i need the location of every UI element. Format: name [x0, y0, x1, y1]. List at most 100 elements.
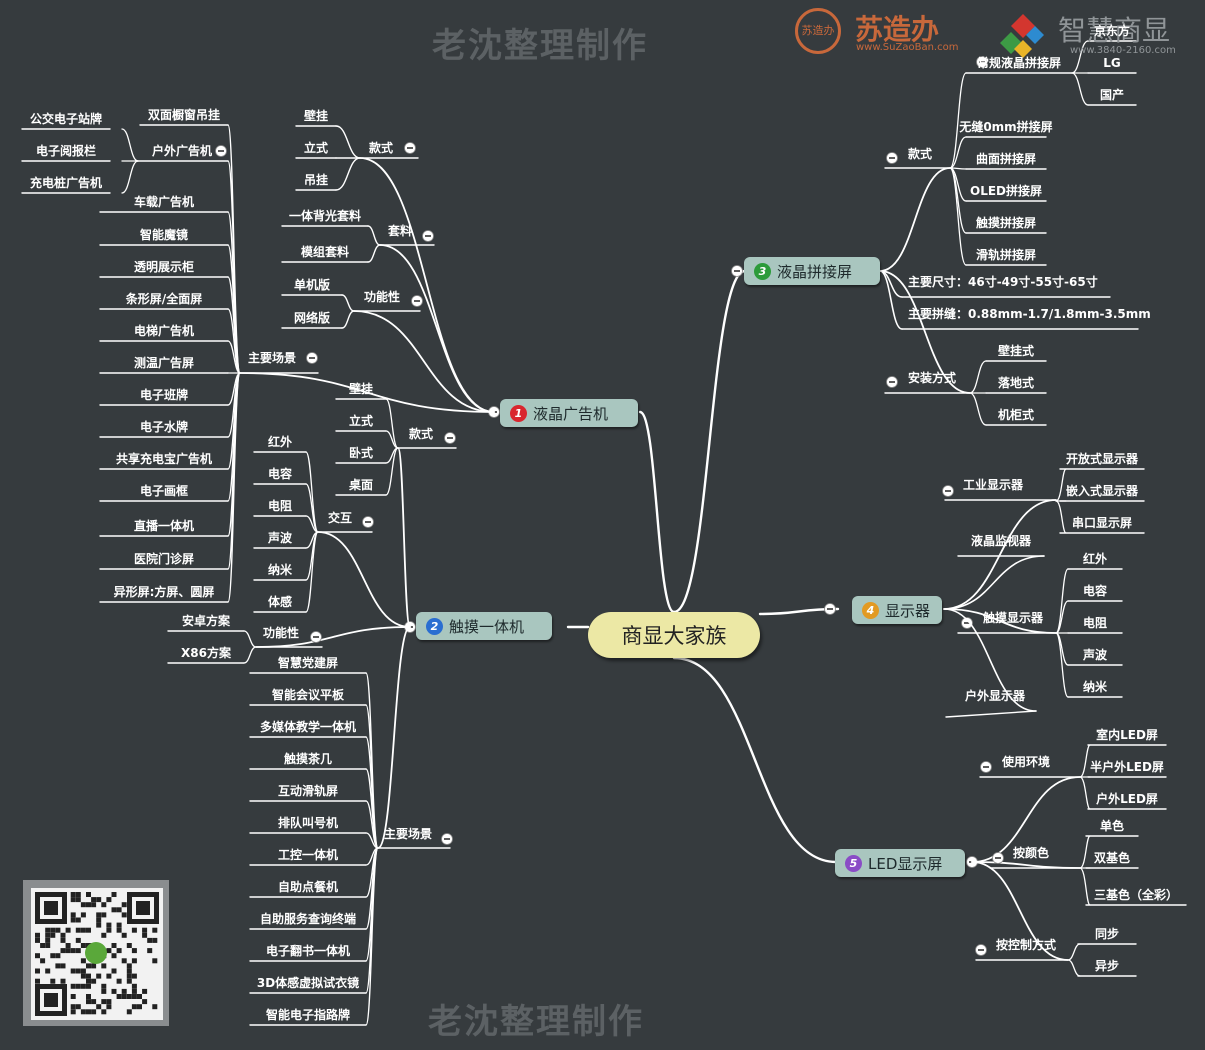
b2-interact-toggle-icon[interactable] — [362, 516, 374, 528]
b5-color-node[interactable]: 按颜色 — [1013, 846, 1050, 860]
b2-func-node[interactable]: 功能性 — [263, 626, 300, 640]
b4-touch-item[interactable]: 纳米 — [1082, 680, 1108, 694]
b2-style-toggle-icon[interactable] — [444, 432, 456, 444]
b1-scene-item[interactable]: 车载广告机 — [133, 195, 195, 209]
b2-scene-item[interactable]: 触摸茶几 — [283, 752, 333, 766]
b1-style-node[interactable]: 款式 — [369, 141, 394, 155]
b1-kit-item[interactable]: 一体背光套料 — [288, 209, 362, 223]
b2-scene-item[interactable]: 排队叫号机 — [277, 816, 339, 830]
b1-scene-item[interactable]: 医院门诊屏 — [133, 552, 195, 566]
b2-scene-item[interactable]: 智能会议平板 — [271, 688, 345, 702]
b3-install-item[interactable]: 壁挂式 — [997, 344, 1035, 358]
b2-scene-item[interactable]: 自助服务查询终端 — [259, 912, 357, 926]
b4-industrial-node[interactable]: 工业显示器 — [963, 478, 1024, 492]
b3-seam-node[interactable]: 主要拼缝：0.88mm-1.7/1.8mm-3.5mm — [908, 307, 1151, 321]
b5-ctrl-node[interactable]: 按控制方式 — [996, 938, 1057, 952]
b2-interact-item[interactable]: 体感 — [267, 595, 293, 609]
b1-scene-item[interactable]: 透明展示柜 — [133, 260, 195, 274]
b3-brand-item[interactable]: LG — [1103, 56, 1121, 70]
b3-style-item[interactable]: 触摸拼接屏 — [975, 216, 1037, 230]
b2-style-item[interactable]: 桌面 — [348, 478, 374, 492]
b5-env-item[interactable]: 半户外LED屏 — [1090, 760, 1164, 774]
b2-interact-node[interactable]: 交互 — [328, 511, 353, 525]
b3-style-item[interactable]: OLED拼接屏 — [969, 184, 1043, 198]
b1-style-item[interactable]: 吊挂 — [303, 173, 329, 187]
b1-scene-item[interactable]: 智能魔镜 — [139, 228, 189, 242]
b2-scenes-node[interactable]: 主要场景 — [384, 827, 433, 841]
b3-style-toggle-icon[interactable] — [886, 152, 898, 164]
b1-scene-item[interactable]: 电梯广告机 — [133, 324, 195, 338]
b4-touch-item[interactable]: 声波 — [1082, 648, 1108, 662]
b4-industrial-item[interactable]: 嵌入式显示器 — [1065, 484, 1139, 498]
b3-brand-item[interactable]: 京东方 — [1093, 24, 1131, 38]
b1-scene-item[interactable]: 电子班牌 — [139, 388, 189, 402]
b2-style-item[interactable]: 卧式 — [348, 446, 374, 460]
b1-func-item[interactable]: 网络版 — [293, 311, 331, 325]
b1-scene-item[interactable]: 直播一体机 — [133, 519, 195, 533]
b3-install-item[interactable]: 机柜式 — [997, 408, 1035, 422]
b2-scenes-toggle-icon[interactable] — [441, 833, 453, 845]
b1-scene-item[interactable]: 电子水牌 — [139, 420, 189, 434]
b2-interact-item[interactable]: 红外 — [267, 435, 293, 449]
b2-interact-item[interactable]: 声波 — [267, 531, 293, 545]
b5-color-toggle-icon[interactable] — [992, 852, 1004, 864]
b2-func-item[interactable]: X86方案 — [181, 646, 231, 660]
b1-kit-toggle-icon[interactable] — [422, 230, 434, 242]
b4-industrial-toggle-icon[interactable] — [942, 485, 954, 497]
b2-scene-item[interactable]: 工控一体机 — [277, 848, 339, 862]
b5-color-item[interactable]: 三基色（全彩） — [1093, 888, 1179, 902]
b5-color-item[interactable]: 单色 — [1099, 819, 1125, 833]
b1-scene-item[interactable]: 测温广告屏 — [133, 356, 195, 370]
b4-monitor-node[interactable]: 液晶监视器 — [971, 534, 1032, 548]
b5-ctrl-toggle-icon[interactable] — [975, 944, 987, 956]
b4-touch-node[interactable]: 触摸显示器 — [983, 611, 1044, 625]
b1-scene-item[interactable]: 条形屏/全面屏 — [125, 292, 203, 306]
central-topic[interactable]: 商显大家族 — [588, 612, 760, 658]
b2-style-item[interactable]: 立式 — [348, 414, 374, 428]
b5-env-item[interactable]: 室内LED屏 — [1096, 728, 1158, 742]
b1-func-item[interactable]: 单机版 — [293, 278, 331, 292]
b1-kit-item[interactable]: 模组套料 — [300, 245, 350, 259]
b1-outdoor-item[interactable]: 电子阅报栏 — [35, 144, 97, 158]
b2-style-item[interactable]: 壁挂 — [348, 382, 374, 396]
b3-install-item[interactable]: 落地式 — [997, 376, 1035, 390]
b2-scene-item[interactable]: 互动滑轨屏 — [277, 784, 339, 798]
b1-style-item[interactable]: 壁挂 — [303, 109, 329, 123]
b4-outdoor-node[interactable]: 户外显示器 — [965, 689, 1026, 703]
b2-func-item[interactable]: 安卓方案 — [181, 614, 231, 628]
b2-interact-item[interactable]: 纳米 — [267, 563, 293, 577]
b1-scene-item[interactable]: 异形屏:方屏、圆屏 — [113, 585, 215, 599]
b5-color-item[interactable]: 双基色 — [1093, 851, 1131, 865]
b1-func-toggle-icon[interactable] — [411, 295, 423, 307]
b3-style-item[interactable]: 曲面拼接屏 — [975, 152, 1037, 166]
b2-scene-item[interactable]: 自助点餐机 — [277, 880, 339, 894]
b2-scene-item[interactable]: 智慧党建屏 — [277, 656, 339, 670]
b4-touch-item[interactable]: 红外 — [1082, 552, 1108, 566]
b5-env-item[interactable]: 户外LED屏 — [1096, 792, 1158, 806]
b4-industrial-item[interactable]: 串口显示屏 — [1071, 516, 1133, 530]
b4-touch-item[interactable]: 电容 — [1082, 584, 1108, 598]
b4-touch-item[interactable]: 电阻 — [1082, 616, 1108, 630]
b3-style-node[interactable]: 款式 — [908, 147, 933, 161]
b1-scene-item[interactable]: 双面橱窗吊挂 — [147, 108, 221, 122]
b1-scene-item[interactable]: 共享充电宝广告机 — [115, 452, 213, 466]
b1-scenes-node[interactable]: 主要场景 — [248, 351, 297, 365]
b2-scene-item[interactable]: 电子翻书一体机 — [265, 944, 351, 958]
b2-interact-item[interactable]: 电容 — [267, 467, 293, 481]
b1-style-toggle-icon[interactable] — [404, 142, 416, 154]
b5-env-toggle-icon[interactable] — [980, 761, 992, 773]
b2-scene-item[interactable]: 智能电子指路牌 — [265, 1008, 351, 1022]
b2-func-toggle-icon[interactable] — [310, 631, 322, 643]
branch4-toggle-icon[interactable] — [824, 603, 836, 615]
branch3-toggle-icon[interactable] — [731, 265, 743, 277]
b3-style-item[interactable]: 滑轨拼接屏 — [975, 248, 1037, 262]
b2-style-node[interactable]: 款式 — [409, 427, 434, 441]
b1-func-node[interactable]: 功能性 — [364, 290, 401, 304]
b5-env-node[interactable]: 使用环境 — [1002, 755, 1051, 769]
b3-brand-item[interactable]: 国产 — [1099, 88, 1125, 102]
b3-regular-toggle-icon[interactable] — [976, 56, 988, 68]
b5-ctrl-item[interactable]: 同步 — [1094, 927, 1120, 941]
